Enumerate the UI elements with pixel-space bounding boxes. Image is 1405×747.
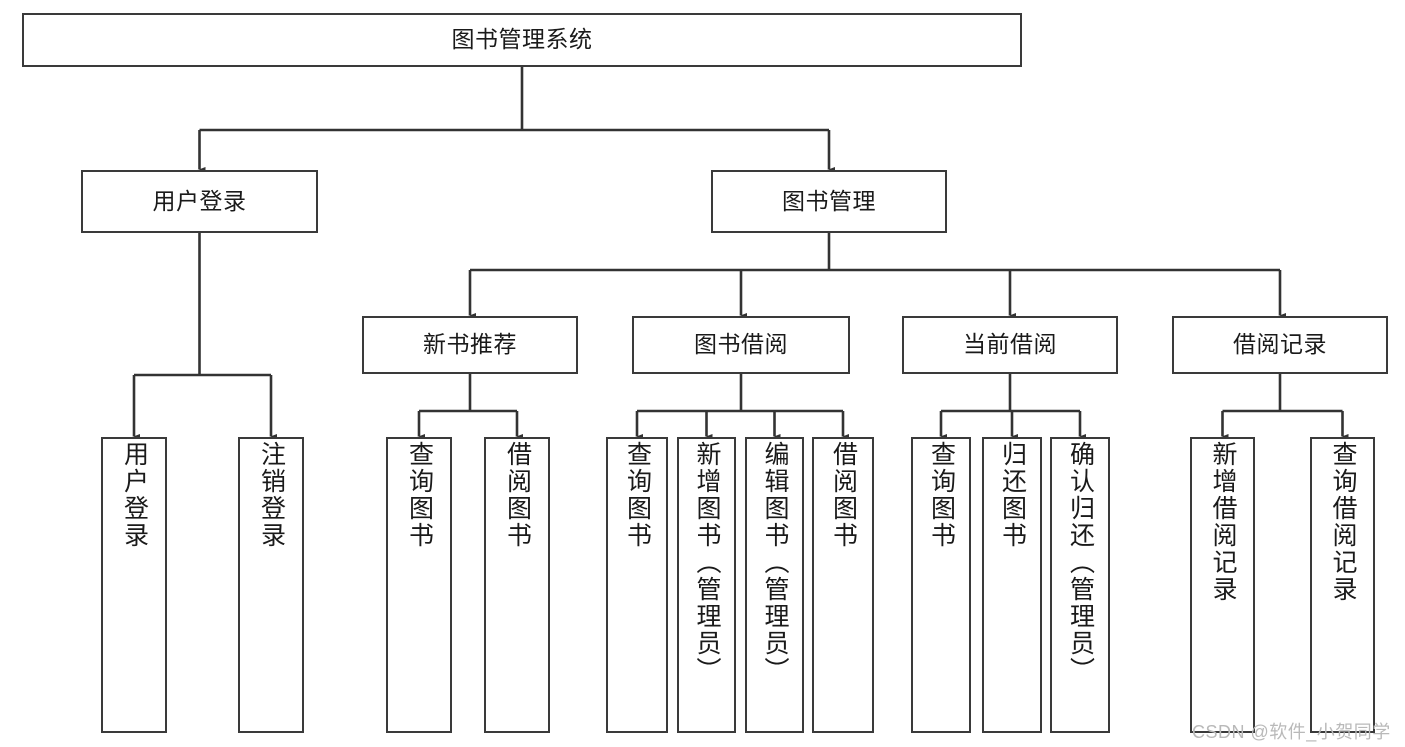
leaf-record-query-record[interactable]: 查询借阅记录 (1310, 437, 1375, 733)
node-label: 图书管理 (782, 187, 876, 214)
leaf-record-add-record[interactable]: 新增借阅记录 (1190, 437, 1255, 733)
node-label: 用户登录 (120, 441, 149, 549)
node-root-system[interactable]: 图书管理系统 (22, 13, 1022, 67)
node-label: 查询图书 (405, 441, 434, 549)
leaf-current-confirm-return-admin[interactable]: 确认归还（管理员） (1050, 437, 1110, 733)
leaf-borrow-add-book-admin[interactable]: 新增图书（管理员） (677, 437, 736, 733)
node-book-borrow[interactable]: 图书借阅 (632, 316, 850, 374)
leaf-borrow-borrow-book[interactable]: 借阅图书 (812, 437, 874, 733)
node-label: 新书推荐 (423, 331, 517, 358)
node-label: 图书管理系统 (451, 26, 593, 53)
node-label: 借阅图书 (829, 441, 858, 549)
connector-lines (128, 67, 1349, 443)
leaf-user-login-signin[interactable]: 用户登录 (101, 437, 167, 733)
node-label: 确认归还（管理员） (1066, 441, 1095, 684)
node-label: 编辑图书（管理员） (761, 441, 789, 684)
node-label: 当前借阅 (963, 331, 1057, 358)
node-borrow-record[interactable]: 借阅记录 (1172, 316, 1388, 374)
node-label: 用户登录 (152, 187, 247, 214)
leaf-borrow-edit-book-admin[interactable]: 编辑图书（管理员） (745, 437, 804, 733)
node-label: 注销登录 (257, 441, 286, 549)
node-label: 图书借阅 (694, 331, 788, 358)
node-label: 借阅记录 (1233, 331, 1327, 358)
leaf-recommend-query-book[interactable]: 查询图书 (386, 437, 452, 733)
node-label: 查询图书 (927, 441, 956, 549)
node-label: 新增借阅记录 (1209, 441, 1237, 603)
node-book-management[interactable]: 图书管理 (711, 170, 947, 233)
leaf-recommend-borrow-book[interactable]: 借阅图书 (484, 437, 550, 733)
csdn-watermark: CSDN @软件_小贺同学 (1192, 722, 1391, 742)
node-label: 新增图书（管理员） (693, 441, 721, 684)
node-label: 归还图书 (998, 441, 1027, 549)
node-new-book-recommend[interactable]: 新书推荐 (362, 316, 578, 374)
node-label: 查询图书 (623, 441, 652, 549)
node-user-login[interactable]: 用户登录 (81, 170, 318, 233)
node-label: 借阅图书 (503, 441, 532, 549)
leaf-user-login-signout[interactable]: 注销登录 (238, 437, 304, 733)
leaf-borrow-query-book[interactable]: 查询图书 (606, 437, 668, 733)
leaf-current-return-book[interactable]: 归还图书 (982, 437, 1042, 733)
node-label: 查询借阅记录 (1329, 441, 1357, 603)
leaf-current-query-book[interactable]: 查询图书 (911, 437, 971, 733)
node-current-borrow[interactable]: 当前借阅 (902, 316, 1118, 374)
